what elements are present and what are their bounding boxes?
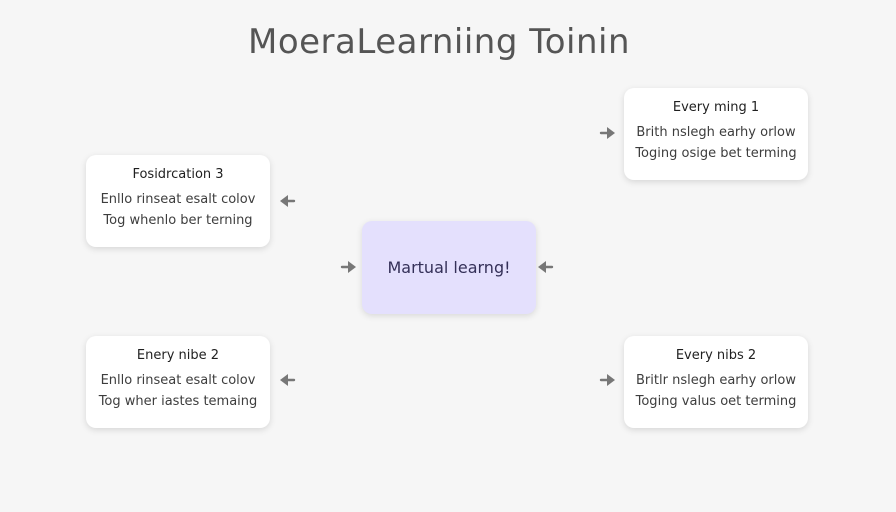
card-top-left: Fosidrcation 3 Enllo rinseat esalt colov… <box>86 155 270 247</box>
card-line-2: Tog wher iastes temaing <box>98 394 258 409</box>
card-line-1: Brith nslegh earhy orlow <box>636 125 796 140</box>
arrow-bottom-right-icon <box>599 371 617 389</box>
card-top-right: Every ming 1 Brith nslegh earhy orlow To… <box>624 88 808 180</box>
arrow-top-right-icon <box>599 124 617 142</box>
diagram-title: MoeraLearniing Toinin <box>247 22 630 62</box>
center-node: Martual learng! <box>362 221 536 314</box>
card-bottom-right: Every nibs 2 Britlr nslegh earhy orlow T… <box>624 336 808 428</box>
card-line-1: Enllo rinseat esalt colov <box>100 373 256 388</box>
card-line-2: Toging osige bet terming <box>635 146 797 161</box>
card-title: Every nibs 2 <box>675 348 757 363</box>
arrow-center-right-icon <box>536 258 554 276</box>
card-line-2: Tog whenlo ber terning <box>103 213 253 228</box>
arrow-top-left-icon <box>278 192 296 210</box>
card-line-1: Britlr nslegh earhy orlow <box>636 373 796 388</box>
card-line-1: Enllo rinseat esalt colov <box>100 192 256 207</box>
card-title: Every ming 1 <box>672 100 760 115</box>
card-title: Fosidrcation 3 <box>132 167 224 182</box>
card-bottom-left: Enery nibe 2 Enllo rinseat esalt colov T… <box>86 336 270 428</box>
card-line-2: Toging valus oet terming <box>635 394 797 409</box>
card-title: Enery nibe 2 <box>136 348 220 363</box>
arrow-bottom-left-icon <box>278 371 296 389</box>
arrow-center-left-icon <box>340 258 358 276</box>
center-node-label: Martual learng! <box>387 258 511 277</box>
